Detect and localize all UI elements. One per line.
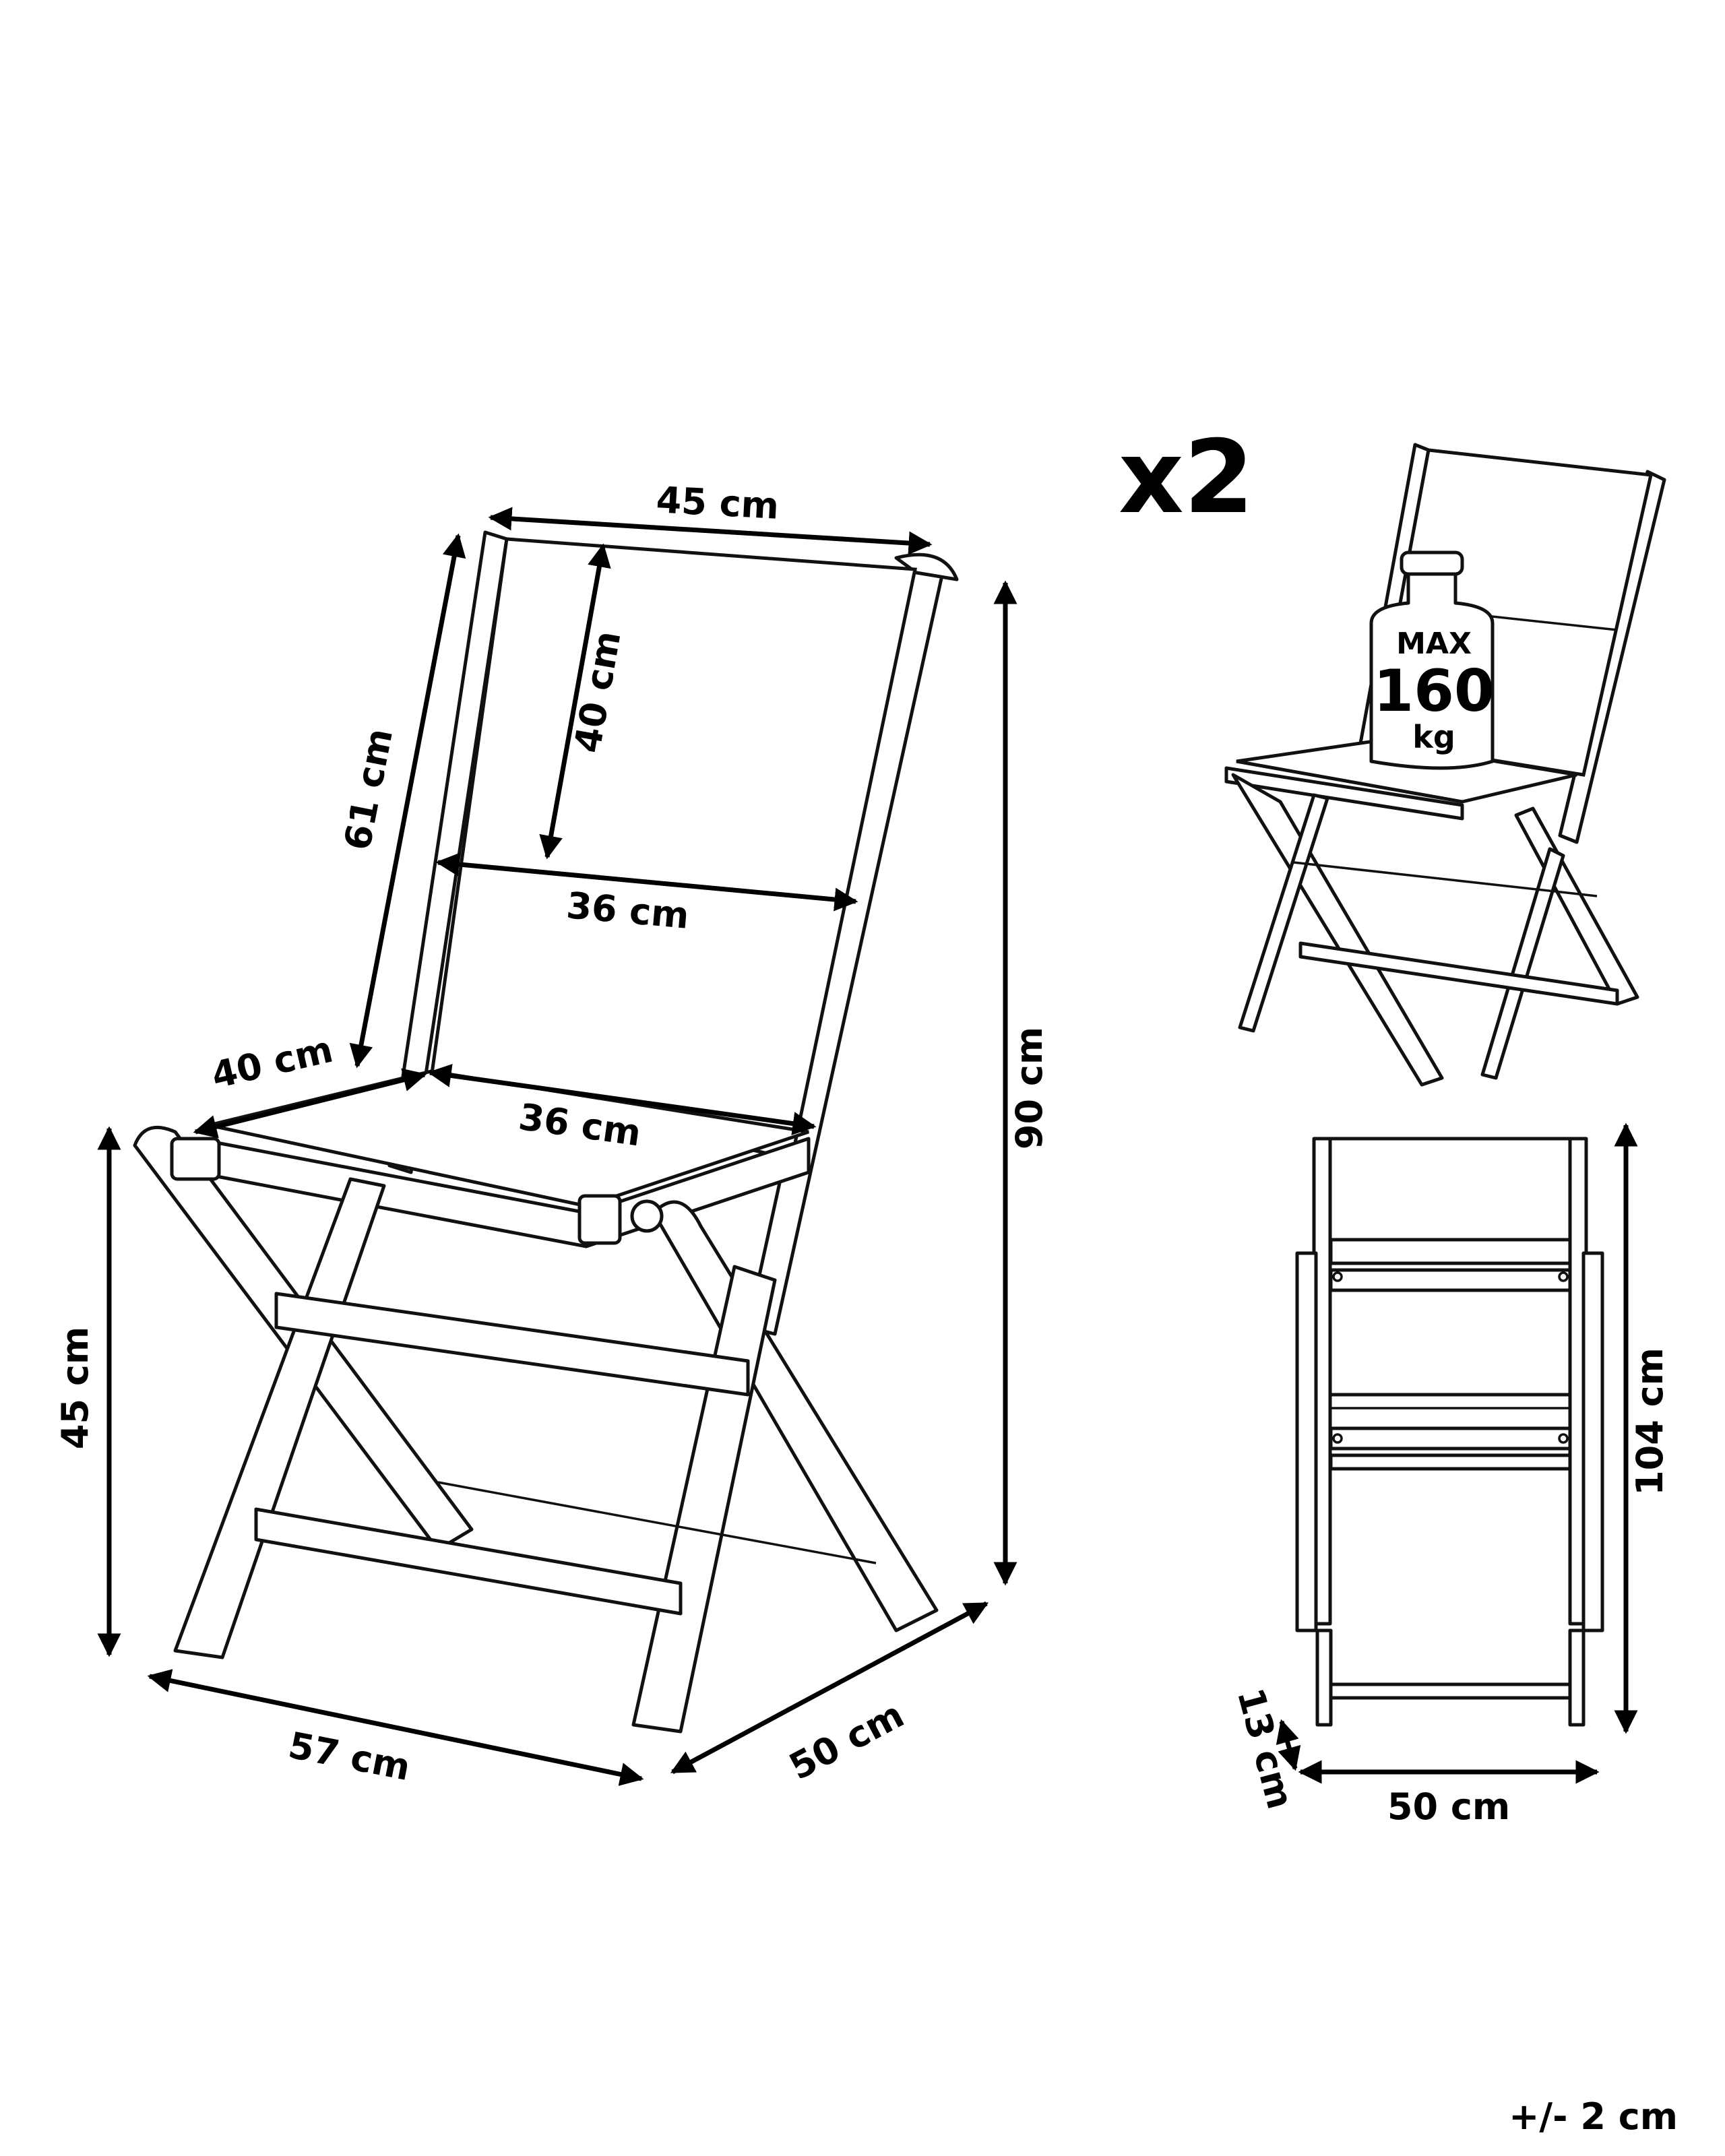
- quantity-label: x2: [1119, 419, 1254, 536]
- dim-back-width-top: 45 cm: [655, 478, 780, 527]
- folded-chair-drawing: [1295, 1137, 1604, 1727]
- weight-chair-drawing: MAX 160 kg: [1224, 443, 1666, 1087]
- dim-seat-depth: 40 cm: [208, 1028, 337, 1097]
- weight-max-label: MAX: [1396, 627, 1472, 661]
- main-chair-drawing: [133, 530, 959, 1734]
- weight-bottle-icon: [1369, 550, 1495, 770]
- dim-folded-height: 104 cm: [1629, 1348, 1671, 1496]
- dim-folded-width: 50 cm: [1387, 1785, 1510, 1828]
- dim-seat-height: 45 cm: [54, 1327, 96, 1449]
- dim-base-depth: 57 cm: [285, 1724, 414, 1789]
- dim-total-height: 90 cm: [1008, 1027, 1050, 1149]
- dimension-arrows: [97, 507, 1638, 1786]
- weight-value-label: 160: [1373, 658, 1495, 725]
- tolerance-note: +/- 2 cm: [1509, 2095, 1678, 2138]
- weight-unit-label: kg: [1412, 719, 1455, 755]
- dim-back-height-side: 61 cm: [336, 725, 402, 854]
- dim-base-width: 50 cm: [782, 1693, 910, 1788]
